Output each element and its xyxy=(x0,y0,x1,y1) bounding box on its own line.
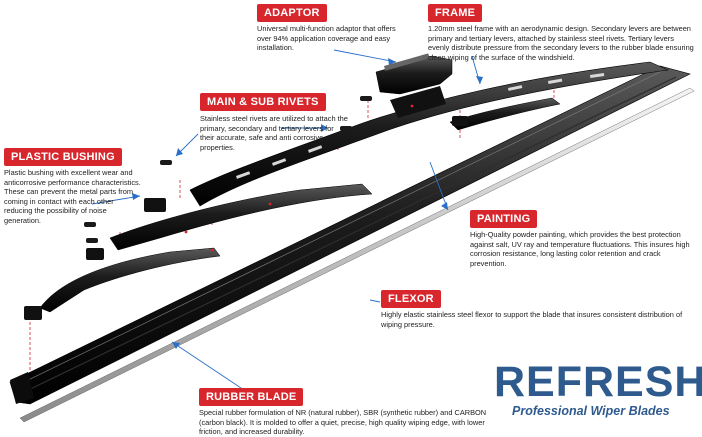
frame-description: 1.20mm steel frame with an aerodynamic d… xyxy=(428,24,694,62)
bushing-parts xyxy=(24,116,468,320)
painting-description: High-Quality powder painting, which prov… xyxy=(470,230,690,268)
rubber-blade-description: Special rubber formulation of NR (natura… xyxy=(199,408,487,437)
brand-tagline: Professional Wiper Blades xyxy=(512,404,670,418)
bushing-title: PLASTIC BUSHING xyxy=(4,148,122,166)
blade-end-cap xyxy=(10,372,34,404)
adaptor-title: ADAPTOR xyxy=(257,4,327,22)
secondary-lever xyxy=(109,183,373,251)
brand-logo: REFRESH xyxy=(494,358,702,406)
bushing-description: Plastic bushing with excellent wear and … xyxy=(4,168,141,225)
adaptor-description: Universal multi-function adaptor that of… xyxy=(257,24,396,53)
primary-frame xyxy=(189,61,670,207)
flexor-description: Highly elastic stainless steel flexor to… xyxy=(381,310,683,329)
rubber-blade-title: RUBBER BLADE xyxy=(199,388,304,406)
flexor-strip xyxy=(19,87,695,423)
adaptor-part xyxy=(375,55,453,95)
flexor-title: FLEXOR xyxy=(381,290,441,308)
right-lever xyxy=(449,97,561,131)
painting-title: PAINTING xyxy=(470,210,538,228)
rivets-description: Stainless steel rivets are utilized to a… xyxy=(200,114,348,152)
frame-title: FRAME xyxy=(428,4,483,22)
rivet-parts xyxy=(84,96,372,243)
rivets-title: MAIN & SUB RIVETS xyxy=(200,93,326,111)
tertiary-lever xyxy=(39,247,221,313)
